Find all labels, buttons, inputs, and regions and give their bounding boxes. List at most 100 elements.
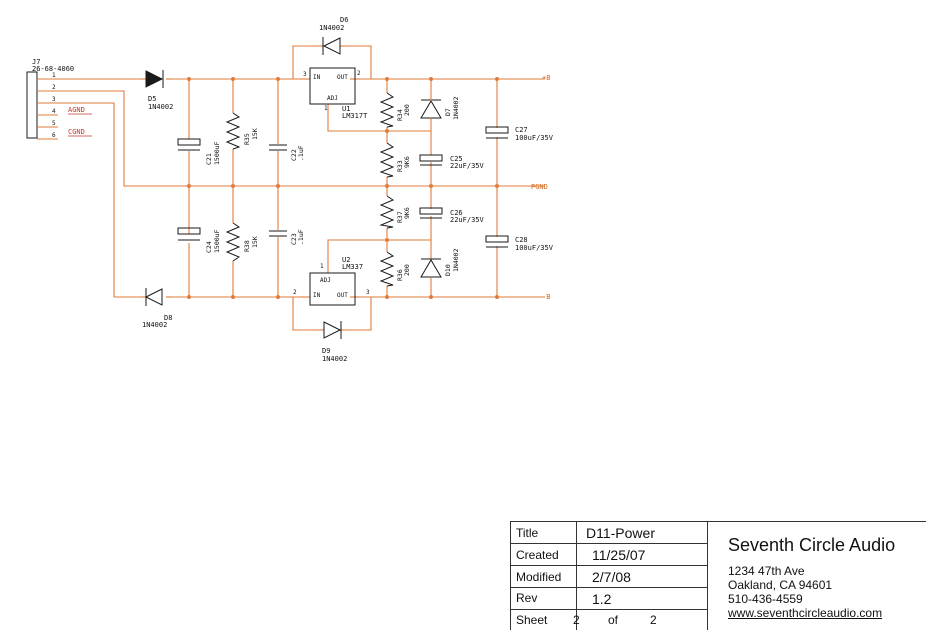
capacitor-c24: C24 1500uF [177,227,221,253]
capacitor-c25-ref: C25 [450,155,463,163]
u2-pin-out: OUT [337,292,348,299]
resistor-r36-value: 200 [403,264,411,276]
tb-title-label: Title [516,526,539,540]
resistor-r33-value: 9K6 [403,156,411,168]
diode-d6: D6 1N4002 [318,16,348,55]
capacitor-c28-ref: C28 [515,236,528,244]
tb-sheet-total: 2 [650,613,657,627]
diode-d7: D7 1N4002 [420,96,460,120]
capacitor-c26: C26 22uF/35V [419,207,485,224]
connector-pin-1: 1 [52,72,56,79]
tb-rev-label: Rev [516,591,538,605]
tb-phone: 510-436-4559 [728,592,803,606]
resistor-r38: R38 15K [225,222,259,262]
capacitor-c27-value: 100uF/35V [515,134,554,142]
capacitor-c28: C28 100uF/35V [485,235,554,252]
tb-modified-value: 2/7/08 [592,569,631,585]
capacitor-c21: C21 1500uF [177,138,221,165]
connector-ref: J7 [32,58,40,66]
resistor-r33: R33 9K6 [379,142,411,178]
resistor-r34-value: 200 [403,104,411,116]
resistor-r34-ref: R34 [396,109,404,121]
tb-row-1 [510,543,707,544]
junction-dots [187,77,499,299]
capacitor-c27-ref: C27 [515,126,528,134]
u1-ref: U1 [342,105,350,113]
tb-sheet-num: 2 [573,613,580,627]
resistor-r37-ref: R37 [396,211,404,223]
title-block: Title D11-Power Created 11/25/07 Modifie… [510,521,926,630]
diode-d6-part: 1N4002 [319,24,344,32]
diode-d10: D10 1N4002 [420,248,460,278]
tb-sheet-label: Sheet [516,613,548,627]
resistor-r36-ref: R36 [396,269,404,281]
resistor-r35: R35 15K [225,112,259,150]
resistor-r34: R34 200 [379,92,411,128]
capacitor-c26-ref: C26 [450,209,463,217]
schematic-diagram: J7 26-68-4060 1 2 3 4 5 6 AGND CGND +B P… [26,16,554,363]
capacitor-c26-value: 22uF/35V [450,216,485,224]
tb-row-4 [510,609,707,610]
tb-sheet-of: of [608,613,619,627]
resistor-r38-ref: R38 [243,240,251,252]
diode-d8-ref: D8 [164,314,172,322]
capacitor-c25-value: 22uF/35V [450,162,485,170]
tb-company: Seventh Circle Audio [728,535,896,555]
connector-pin-3: 3 [52,96,56,103]
diode-d10-part: 1N4002 [452,248,460,272]
capacitor-c22-value: .1uF [297,145,305,161]
net-label-cgnd: CGND [68,128,85,136]
u2-pin-adj: ADJ [320,277,331,284]
u1-pinnum-out: 2 [357,70,361,77]
tb-col-divider [576,521,577,630]
capacitor-c23-value: .1uF [297,229,305,245]
tb-row-2 [510,565,707,566]
capacitor-c21-ref: C21 [205,153,213,165]
diode-d9-part: 1N4002 [322,355,347,363]
u1-pinnum-in: 3 [303,71,307,78]
connector-pin-5: 5 [52,120,56,127]
u1-pin-in: IN [313,74,321,81]
tb-col-divider-2 [707,521,708,630]
diode-d9: D9 1N4002 [318,321,347,363]
connector-pin-4: 4 [52,108,56,115]
net-label-agnd: AGND [68,106,85,114]
tb-title-value: D11-Power [586,525,655,541]
connector-pin-2: 2 [52,84,56,91]
net-label-pgnd: PGND [531,183,548,191]
resistor-r37-value: 9K6 [403,207,411,219]
diode-d8: D8 1N4002 [140,288,172,329]
u1-pinnum-adj: 1 [324,105,328,112]
u1-pin-out: OUT [337,74,348,81]
diode-d6-ref: D6 [340,16,348,24]
resistor-r33-ref: R33 [396,160,404,172]
tb-border-left [510,521,511,630]
resistor-r37: R37 9K6 [379,195,411,229]
diode-d5: D5 1N4002 [140,70,173,111]
capacitor-c22-ref: C22 [290,149,298,161]
capacitor-c28-value: 100uF/35V [515,244,554,252]
tb-address-line-2: Oakland, CA 94601 [728,578,833,592]
connector-j7: J7 26-68-4060 1 2 3 4 5 6 AGND CGND [26,58,92,140]
u2-ref: U2 [342,256,350,264]
tb-row-3 [510,587,707,588]
u1-part: LM317T [342,112,368,120]
tb-rev-value: 1.2 [592,591,612,607]
u2-pinnum-in: 2 [293,289,297,296]
diode-d10-ref: D10 [444,264,452,276]
diode-d5-part: 1N4002 [148,103,173,111]
capacitor-c24-value: 1500uF [213,229,221,253]
tb-border-top [510,521,926,522]
diode-d7-part: 1N4002 [452,96,460,120]
capacitor-c21-value: 1500uF [213,141,221,165]
net-label-pos: +B [542,74,550,82]
tb-created-value: 11/25/07 [592,547,646,563]
regulator-u1: IN OUT ADJ 3 2 1 U1 LM317T [300,67,368,120]
wires [37,45,545,331]
tb-website-link[interactable]: www.seventhcircleaudio.com [728,606,883,620]
resistor-r36: R36 200 [379,251,411,287]
capacitor-c24-ref: C24 [205,241,213,253]
capacitor-c25: C25 22uF/35V [419,154,485,170]
diode-d8-part: 1N4002 [142,321,167,329]
diode-d5-ref: D5 [148,95,156,103]
